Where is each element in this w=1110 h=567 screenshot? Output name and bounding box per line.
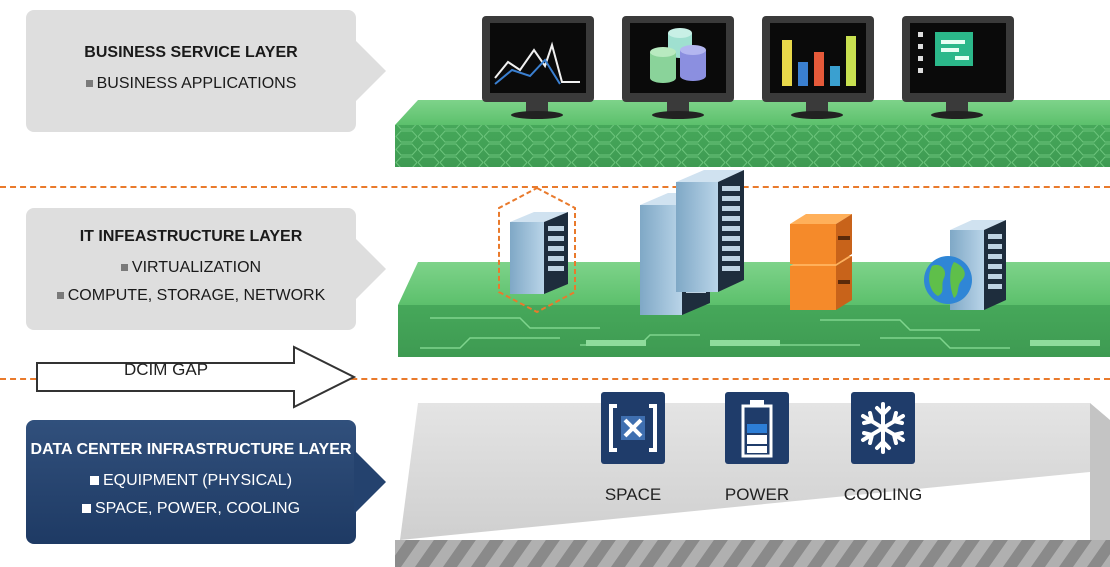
bullet-icon xyxy=(85,80,93,88)
bullet-icon xyxy=(89,476,99,486)
data-center-callout: DATA CENTER INFRASTRUCTURE LAYER EQUIPME… xyxy=(26,420,386,544)
monitor-document-icon xyxy=(902,16,1014,119)
it-layer-item: VIRTUALIZATION xyxy=(120,254,261,282)
rack-server-icon xyxy=(640,170,744,315)
power-label: POWER xyxy=(724,485,790,504)
layer-divider-bottom xyxy=(0,378,1110,380)
callout-pointer xyxy=(354,237,386,301)
dcim-gap-label: DCIM GAP xyxy=(123,360,209,379)
callout-pointer xyxy=(354,39,386,103)
datacenter-layer-title: DATA CENTER INFRASTRUCTURE LAYER xyxy=(30,441,352,458)
cooling-label: COOLING xyxy=(843,485,923,504)
it-layer-item: COMPUTE, STORAGE, NETWORK xyxy=(56,282,325,310)
monitor-bar-chart-icon xyxy=(762,16,874,119)
it-infrastructure-callout: IT INFEASTRUCTURE LAYER VIRTUALIZATION C… xyxy=(26,208,386,330)
bullet-icon xyxy=(81,504,91,514)
storage-icon xyxy=(790,214,852,310)
callout-pointer xyxy=(354,450,386,514)
dcim-gap-arrow xyxy=(36,345,356,409)
space-label: SPACE xyxy=(604,485,662,504)
business-platform xyxy=(395,100,1110,167)
power-icon xyxy=(725,392,789,464)
it-layer-title: IT INFEASTRUCTURE LAYER xyxy=(79,228,303,245)
datacenter-platform xyxy=(395,403,1110,567)
globe-icon xyxy=(924,256,972,304)
business-layer-item: BUSINESS APPLICATIONS xyxy=(85,70,296,98)
datacenter-layer-item: EQUIPMENT (PHYSICAL) xyxy=(89,467,292,495)
space-icon xyxy=(601,392,665,464)
snowflake-icon xyxy=(851,392,915,464)
monitor-database-icon xyxy=(622,16,734,119)
bullet-icon xyxy=(120,264,128,272)
business-service-callout: BUSINESS SERVICE LAYER BUSINESS APPLICAT… xyxy=(26,10,386,132)
layer-divider-top xyxy=(0,186,1110,188)
datacenter-layer-item: SPACE, POWER, COOLING xyxy=(81,495,300,523)
monitor-line-chart-icon xyxy=(482,16,594,119)
business-layer-title: BUSINESS SERVICE LAYER xyxy=(84,44,298,61)
virtual-server-icon xyxy=(498,186,576,314)
bullet-icon xyxy=(56,292,64,300)
